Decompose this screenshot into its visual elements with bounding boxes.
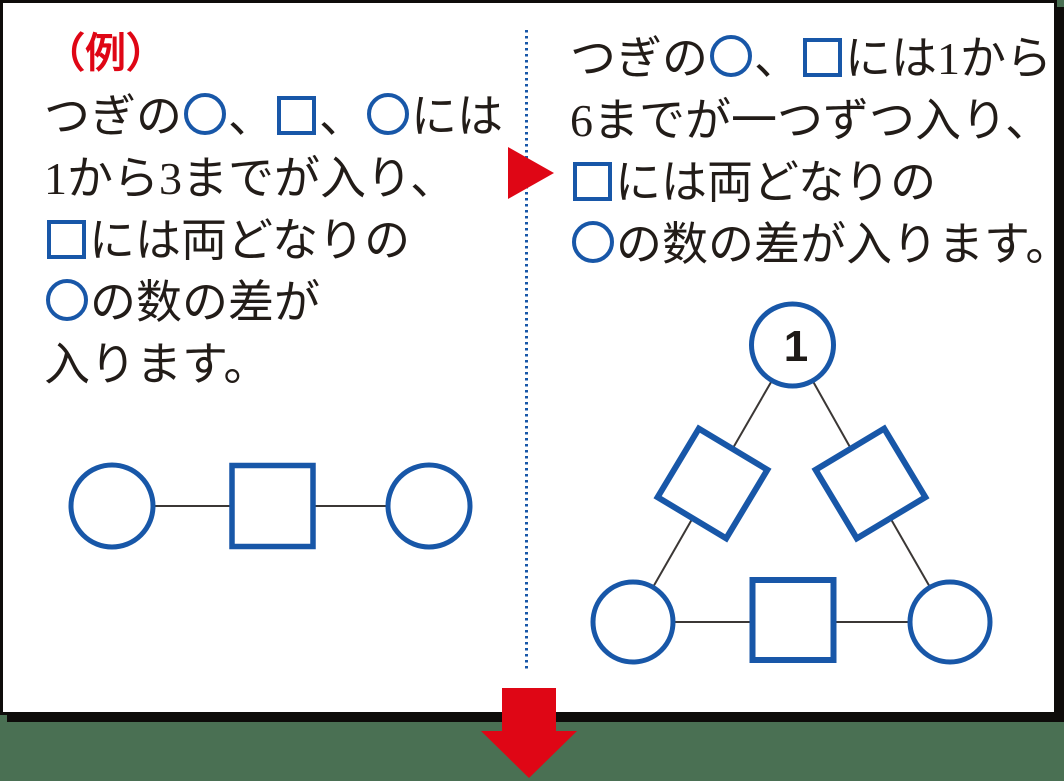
right-instruction-text: つぎの、には1から 6までが一つずつ入り、 には両どなりの の数の差が入ります。 xyxy=(570,28,1064,276)
red-right-arrow-icon xyxy=(508,147,555,200)
top-circle-value: 1 xyxy=(784,322,808,371)
circle-glyph xyxy=(710,35,752,77)
instruction-line: には両どなりの xyxy=(570,152,1064,214)
triangle-diagram: 1 xyxy=(583,296,1003,676)
circle-glyph xyxy=(184,93,226,135)
bottom-right-circle-node xyxy=(907,579,993,665)
circle-glyph xyxy=(46,279,88,321)
instruction-line: つぎの、には1から xyxy=(570,33,1052,84)
bottom-square-node xyxy=(749,577,837,663)
example-diagram xyxy=(62,456,482,556)
instruction-line: 1から3までが入り、 xyxy=(44,153,457,204)
left-instruction-text: つぎの、、には 1から3までが入り、 には両どなりの の数の差が 入ります。 xyxy=(44,86,503,396)
instruction-line: の数の差が入ります。 xyxy=(570,214,1064,276)
example-heading: （例） xyxy=(44,30,167,76)
upper-right-square-node xyxy=(811,424,930,543)
middle-square-node xyxy=(229,462,316,550)
instruction-line: 6までが一つずつ入り、 xyxy=(570,95,1052,146)
instruction-line: 入ります。 xyxy=(44,339,270,390)
circle-glyph xyxy=(367,93,409,135)
square-glyph xyxy=(803,38,842,77)
left-circle-node xyxy=(68,462,156,550)
instruction-line: つぎの、、には xyxy=(44,91,503,142)
square-glyph xyxy=(573,162,612,201)
square-glyph xyxy=(47,220,86,259)
right-circle-node xyxy=(385,462,473,550)
instruction-line: の数の差が xyxy=(44,272,503,334)
bottom-left-circle-node xyxy=(590,579,676,665)
dotted-divider xyxy=(525,30,528,672)
instruction-line: には両どなりの xyxy=(44,210,503,272)
red-down-arrow-icon xyxy=(481,688,578,779)
upper-left-square-node xyxy=(653,424,772,543)
top-circle-node xyxy=(749,301,836,389)
example-card xyxy=(0,0,1057,715)
circle-glyph xyxy=(572,221,614,263)
square-glyph xyxy=(277,96,316,135)
